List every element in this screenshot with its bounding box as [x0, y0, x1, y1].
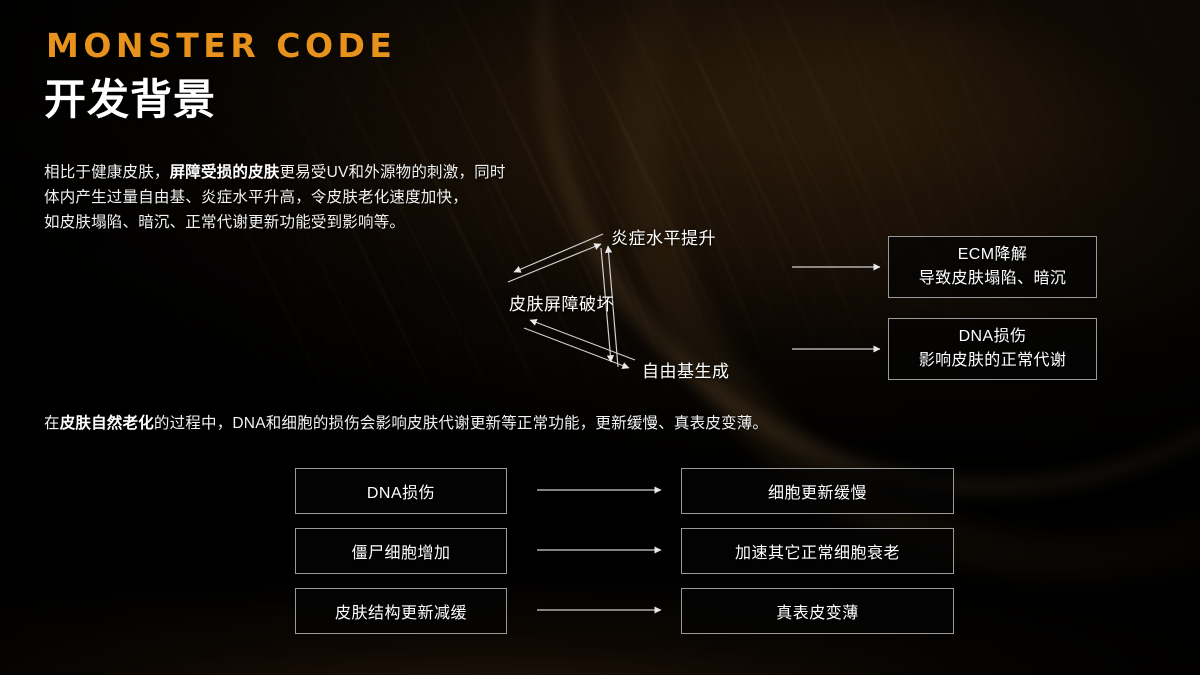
aging-effect-box-2: 加速其它正常细胞衰老 [681, 528, 954, 574]
intro-rest: 更易受UV和外源物的刺激，同时 体内产生过量自由基、炎症水平升高，令皮肤老化速度… [44, 164, 506, 231]
cycle-node-inflammation: 炎症水平提升 [611, 229, 716, 248]
brand-logo: MONSTER CODE [46, 26, 397, 65]
aging-row-arrow-3 [537, 606, 662, 614]
aging-grid-row-1: DNA损伤 细胞更新缓慢 [0, 468, 1200, 514]
aging-cause-box-2: 僵尸细胞增加 [295, 528, 507, 574]
arrow-to-dna-damage-box [792, 345, 881, 353]
intro-bold-phrase: 屏障受损的皮肤 [169, 164, 280, 181]
cycle-arrows [507, 233, 636, 369]
outcome-box-ecm-line1: ECM降解 [957, 246, 1028, 263]
cycle-node-barrier: 皮肤屏障破坏 [509, 295, 614, 314]
edge-radicals-to-barrier [529, 319, 636, 361]
edge-inflammation-to-radicals [600, 247, 614, 363]
intro-paragraph: 相比于健康皮肤，屏障受损的皮肤更易受UV和外源物的刺激，同时 体内产生过量自由基… [44, 160, 664, 235]
cycle-node-radicals: 自由基生成 [642, 362, 730, 381]
aging-row-arrow-1 [537, 486, 662, 494]
aging-grid-row-3: 皮肤结构更新减缓 真表皮变薄 [0, 588, 1200, 634]
edge-barrier-to-inflammation [507, 243, 602, 283]
edge-radicals-to-inflammation [604, 245, 619, 368]
outcome-box-dna-line1: DNA损伤 [958, 328, 1027, 345]
outcome-box-ecm-line2: 导致皮肤塌陷、暗沉 [918, 270, 1067, 287]
arrow-to-ecm-box [792, 263, 881, 271]
aging-bold-phrase: 皮肤自然老化 [59, 415, 154, 432]
page-title: 开发背景 [44, 76, 217, 123]
aging-effect-box-3: 真表皮变薄 [681, 588, 954, 634]
aging-row-arrow-2 [537, 546, 662, 554]
aging-cause-box-1: DNA损伤 [295, 468, 507, 514]
skin-damage-cycle-diagram: 炎症水平提升 皮肤屏障破坏 自由基生成 [470, 212, 800, 402]
aging-rest: 的过程中，DNA和细胞的损伤会影响皮肤代谢更新等正常功能，更新缓慢、真表皮变薄。 [153, 415, 769, 432]
outcome-box-ecm: ECM降解 导致皮肤塌陷、暗沉 [888, 236, 1097, 298]
edge-inflammation-to-barrier [513, 233, 604, 273]
aging-cause-box-3: 皮肤结构更新减缓 [295, 588, 507, 634]
outcome-box-dna-damage: DNA损伤 影响皮肤的正常代谢 [888, 318, 1097, 380]
aging-prefix: 在 [44, 415, 60, 432]
intro-prefix: 相比于健康皮肤， [44, 164, 170, 181]
edge-barrier-to-radicals [523, 327, 630, 369]
aging-paragraph: 在皮肤自然老化的过程中，DNA和细胞的损伤会影响皮肤代谢更新等正常功能，更新缓慢… [44, 411, 1044, 436]
aging-effect-box-1: 细胞更新缓慢 [681, 468, 954, 514]
outcome-box-dna-line2: 影响皮肤的正常代谢 [918, 352, 1067, 369]
aging-grid-row-2: 僵尸细胞增加 加速其它正常细胞衰老 [0, 528, 1200, 574]
